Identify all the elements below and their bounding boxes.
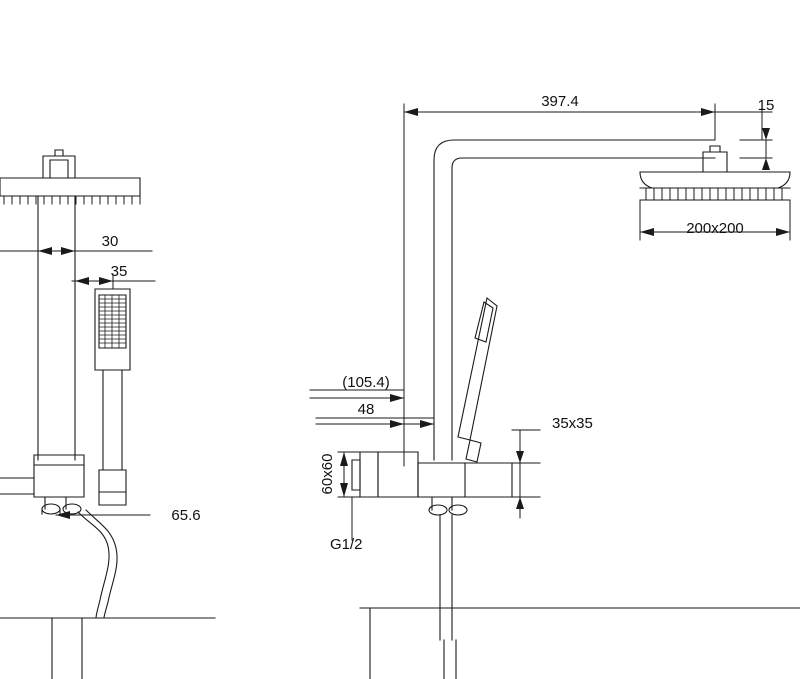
dim-397-4-group xyxy=(403,108,716,116)
dim-200x200-label: 200x200 xyxy=(686,220,744,237)
dim-397-4-label: 397.4 xyxy=(541,93,579,110)
dim-48-group xyxy=(315,416,435,432)
dim-105-4-group xyxy=(309,394,405,402)
dim-60x60-group xyxy=(340,451,348,498)
dim-35-group xyxy=(71,273,156,289)
side-riser-bar xyxy=(37,195,76,461)
front-wall-line xyxy=(359,607,800,679)
dim-35x35-label: 35x35 xyxy=(552,415,593,432)
front-handshower xyxy=(457,297,498,463)
side-hose xyxy=(77,491,127,619)
side-shower-head xyxy=(0,149,141,205)
dim-35-label: 35 xyxy=(111,263,128,280)
dim-30-group xyxy=(0,243,153,259)
front-shower-head xyxy=(639,145,791,201)
side-handshower xyxy=(94,288,131,493)
dim-65-6-group xyxy=(55,511,151,519)
dim-65-6-label: 65.6 xyxy=(171,507,200,524)
front-view-group xyxy=(309,103,800,679)
dim-60x60-label: 60x60 xyxy=(319,454,336,495)
side-view-group xyxy=(0,149,216,679)
dim-15-group xyxy=(714,111,773,170)
dim-15-label: 15 xyxy=(758,97,775,114)
dim-35x35-group xyxy=(511,429,541,519)
thread-g12-label: G1/2 xyxy=(330,536,363,553)
side-wall-line xyxy=(0,617,216,679)
dim-48-label: 48 xyxy=(358,401,375,418)
front-mixer-body xyxy=(351,451,513,516)
dim-200x200-group xyxy=(639,228,791,236)
front-gooseneck-arm xyxy=(433,139,716,461)
front-hose xyxy=(439,514,457,679)
side-mixer-body xyxy=(0,454,85,515)
front-extension-lines xyxy=(309,103,791,541)
dim-105-4-label: (105.4) xyxy=(342,374,390,391)
dim-30-label: 30 xyxy=(102,233,119,250)
